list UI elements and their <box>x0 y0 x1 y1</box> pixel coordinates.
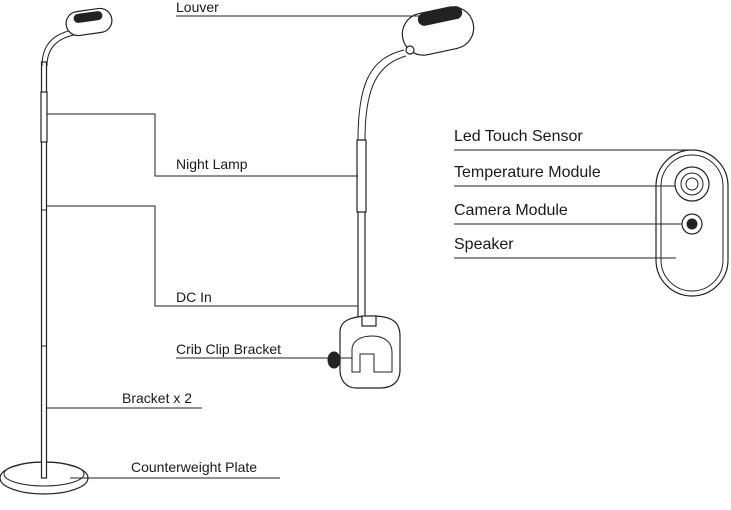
label-counterweight-plate: Counterweight Plate <box>131 459 258 475</box>
temperature-sensor-shape <box>674 166 710 202</box>
label-temperature-module: Temperature Module <box>454 164 601 181</box>
floor-pole <box>40 61 48 479</box>
floor-stand <box>0 7 113 495</box>
label-bracket: Bracket x 2 <box>122 390 193 406</box>
label-night-lamp: Night Lamp <box>176 156 248 172</box>
label-camera-module: Camera Module <box>454 202 568 219</box>
clip-knob <box>327 351 341 369</box>
floor-lamp-head <box>65 7 113 37</box>
label-crib-clip-bracket: Crib Clip Bracket <box>176 341 282 357</box>
label-dc-in: DC In <box>176 289 212 305</box>
camera-unit <box>655 149 729 297</box>
label-speaker: Speaker <box>454 236 514 253</box>
crib-clip-body <box>339 315 401 389</box>
leader-lines <box>47 15 692 479</box>
label-led-touch-sensor: Led Touch Sensor <box>454 128 583 145</box>
label-louver: Louver <box>176 0 219 15</box>
crib-clip-stand <box>327 6 475 389</box>
